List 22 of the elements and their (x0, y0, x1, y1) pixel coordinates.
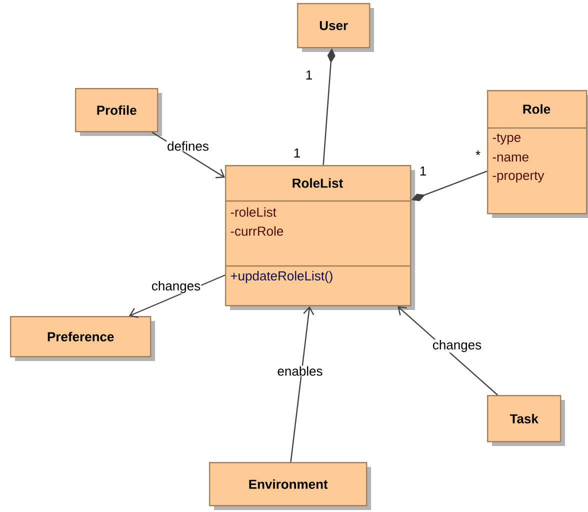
attribute-text: -name (492, 154, 528, 162)
class-box: Task (487, 395, 565, 446)
multiplicity-label: 1 (306, 70, 312, 80)
edge-label: changes (432, 339, 482, 353)
attribute-text: -property (492, 171, 544, 183)
edge-label: enables (276, 366, 324, 376)
class-name: Role (523, 104, 550, 114)
operation-text: +updateRoleList() (230, 270, 332, 284)
class-box: Preference (10, 316, 155, 361)
attribute-text: -currRole (230, 226, 284, 236)
attribute-text: -type (492, 133, 521, 145)
arrow (398, 306, 498, 396)
class-box (225, 165, 415, 310)
class-name: RoleList (292, 178, 343, 188)
arrow (290, 306, 314, 462)
attribute-text: -roleList (230, 207, 276, 217)
class-box: User (297, 3, 374, 52)
edge-label: defines (166, 140, 210, 152)
class-box: Profile (75, 88, 162, 136)
edge-label: changes (150, 280, 202, 294)
class-box (487, 90, 588, 218)
class-box: Environment (209, 462, 371, 510)
